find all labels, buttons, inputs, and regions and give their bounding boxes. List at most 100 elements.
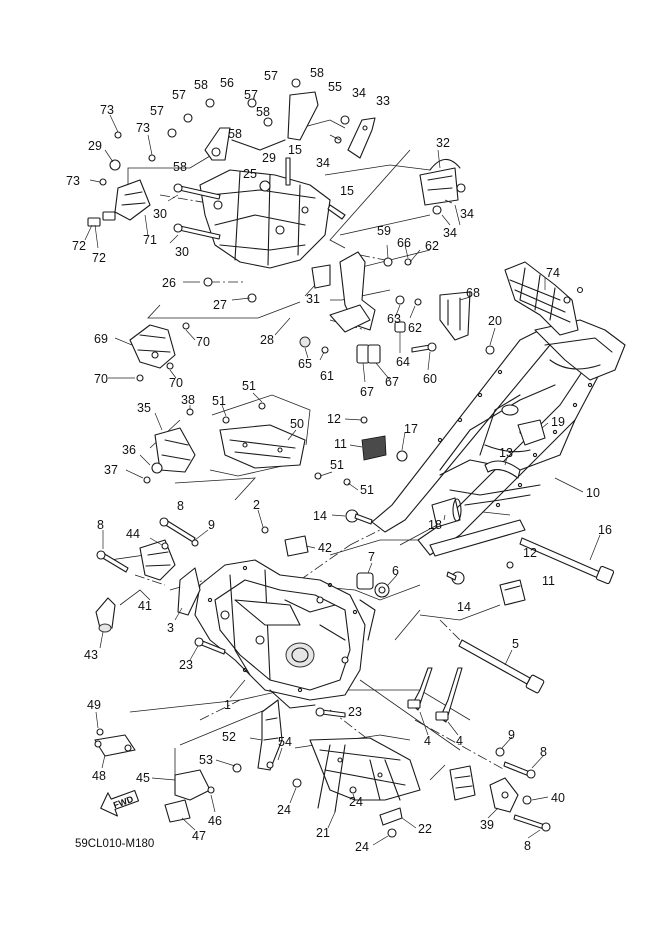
bracket-35 <box>151 427 196 474</box>
callout-49: 49 <box>87 698 101 712</box>
callout-34: 34 <box>352 86 366 100</box>
callout-30: 30 <box>175 245 189 259</box>
callout-15: 15 <box>288 143 302 157</box>
callout-8: 8 <box>177 499 184 513</box>
main-frame <box>371 319 626 557</box>
bracket-50 <box>219 424 306 469</box>
callout-1: 1 <box>224 698 231 712</box>
callout-55: 55 <box>328 80 342 94</box>
callout-11: 11 <box>542 574 555 588</box>
callout-54: 54 <box>278 735 292 749</box>
callout-20: 20 <box>488 314 502 328</box>
bolts <box>96 78 551 838</box>
callout-3: 3 <box>167 621 174 635</box>
callout-69: 69 <box>94 332 108 346</box>
collars-6-7 <box>356 572 390 598</box>
callout-23: 23 <box>348 705 362 719</box>
callout-leaders <box>84 114 601 846</box>
callout-13: 13 <box>499 446 513 460</box>
callout-19: 19 <box>551 415 565 429</box>
callout-51: 51 <box>330 458 344 472</box>
bracket-39 <box>449 765 519 813</box>
callout-53: 53 <box>199 753 213 767</box>
callout-12: 12 <box>327 412 341 426</box>
callout-47: 47 <box>192 829 206 843</box>
callout-25: 25 <box>243 167 257 181</box>
clip-42 <box>284 535 309 557</box>
callout-9: 9 <box>508 728 515 742</box>
head-bracket <box>504 261 584 336</box>
bracket-cluster <box>299 251 471 364</box>
callout-62: 62 <box>425 239 439 253</box>
callout-57: 57 <box>150 104 164 118</box>
callout-7: 7 <box>368 550 375 564</box>
callout-50: 50 <box>290 417 304 431</box>
callout-57: 57 <box>244 88 258 102</box>
callout-73: 73 <box>136 121 150 135</box>
callout-26: 26 <box>162 276 176 290</box>
upper-bracket-assembly <box>199 91 376 269</box>
callout-43: 43 <box>84 648 98 662</box>
callout-39: 39 <box>480 818 494 832</box>
callout-30: 30 <box>153 207 167 221</box>
bracket-71 <box>87 179 151 227</box>
callout-8: 8 <box>97 518 104 532</box>
callout-58: 58 <box>173 160 187 174</box>
bolt-5 <box>458 639 545 694</box>
callout-5: 5 <box>512 637 519 651</box>
callout-16: 16 <box>598 523 612 537</box>
callout-51: 51 <box>360 483 374 497</box>
band-13 <box>484 460 521 479</box>
callout-52: 52 <box>222 730 236 744</box>
callout-60: 60 <box>423 372 437 386</box>
callout-14: 14 <box>313 509 327 523</box>
callout-70: 70 <box>94 372 108 386</box>
fwd-label: FWD <box>112 794 135 811</box>
bracket-19 <box>517 419 546 446</box>
callout-58: 58 <box>228 127 242 141</box>
callout-8: 8 <box>540 745 547 759</box>
rubber-11 <box>361 435 526 606</box>
callout-58: 58 <box>310 66 324 80</box>
callout-70: 70 <box>169 376 183 390</box>
callout-15: 15 <box>340 184 354 198</box>
callout-23: 23 <box>179 658 193 672</box>
callout-17: 17 <box>404 422 418 436</box>
callout-34: 34 <box>443 226 457 240</box>
lower-frame-1 <box>194 559 376 709</box>
callout-38: 38 <box>181 393 195 407</box>
callout-51: 51 <box>242 379 256 393</box>
callout-45: 45 <box>136 771 150 785</box>
callout-29: 29 <box>262 151 276 165</box>
callout-68: 68 <box>466 286 480 300</box>
collar-18 <box>431 497 462 528</box>
callout-73: 73 <box>66 174 80 188</box>
callout-64: 64 <box>396 355 410 369</box>
bracket-69 <box>129 324 176 369</box>
callout-48: 48 <box>92 769 106 783</box>
callout-8: 8 <box>524 839 531 853</box>
callout-70: 70 <box>196 335 210 349</box>
callout-24: 24 <box>355 840 369 854</box>
callout-24: 24 <box>277 803 291 817</box>
callout-14: 14 <box>457 600 471 614</box>
callout-71: 71 <box>143 233 157 247</box>
callout-44: 44 <box>126 527 140 541</box>
bracket-45 <box>164 769 211 823</box>
callout-58: 58 <box>256 105 270 119</box>
bracket-48 <box>94 734 136 757</box>
callout-57: 57 <box>172 88 186 102</box>
bracket-44 <box>95 539 201 633</box>
callout-24: 24 <box>349 795 363 809</box>
callout-34: 34 <box>316 156 330 170</box>
callout-35: 35 <box>137 401 151 415</box>
callout-22: 22 <box>418 822 432 836</box>
fwd-arrow: FWD <box>100 789 140 817</box>
callout-31: 31 <box>306 292 320 306</box>
callout-4: 4 <box>424 734 431 748</box>
clip-32 <box>419 158 461 206</box>
callout-6: 6 <box>392 564 399 578</box>
callout-29: 29 <box>88 139 102 153</box>
callout-11: 11 <box>334 437 347 451</box>
callout-37: 37 <box>104 463 118 477</box>
